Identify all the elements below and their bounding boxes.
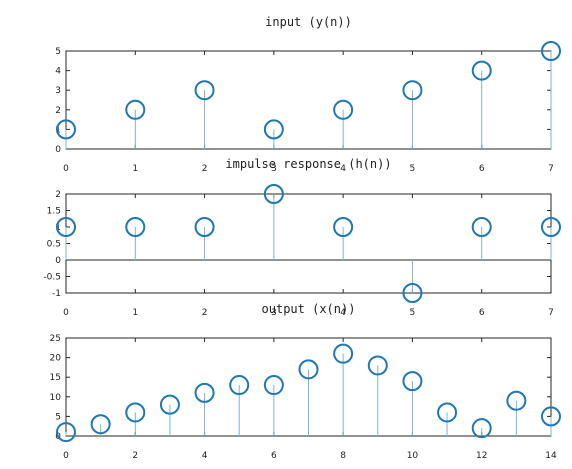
panel-1-ytick-label: 2 (55, 106, 61, 116)
panel-1-marker (263, 119, 284, 140)
panel-2-xtick-label: 2 (202, 308, 208, 318)
panel-3-marker (229, 375, 250, 396)
panel-3-xtick-label: 14 (545, 451, 557, 461)
panel-2-xtick-label: 0 (63, 308, 69, 318)
panel-3-ytick-label: 20 (50, 354, 62, 364)
panel-3-xtick-label: 4 (202, 451, 208, 461)
panel-3-xtick-label: 10 (407, 451, 419, 461)
panel-3-marker (506, 390, 527, 411)
panel-2-ytick-label: 0 (55, 256, 61, 266)
panel-1-xtick-label: 4 (340, 164, 346, 174)
panel-1-marker (333, 99, 354, 120)
panel-3-xtick-label: 2 (132, 451, 138, 461)
panel-2-ytick-label: 2 (55, 190, 61, 200)
panel-3-xtick-label: 8 (340, 451, 346, 461)
panel-3-marker (263, 375, 284, 396)
panel-1-ytick-label: 0 (55, 145, 61, 155)
panel-2-axes (65, 193, 552, 294)
panel-3-marker (367, 355, 388, 376)
panel-3-marker (471, 418, 492, 439)
panel-3-marker (298, 359, 319, 380)
panel-3-marker (402, 371, 423, 392)
panel-2-marker (471, 217, 492, 237)
panel-1-xtick-label: 1 (132, 164, 138, 174)
panel-2-xtick-label: 3 (271, 308, 277, 318)
panel-2-marker (125, 217, 146, 237)
panel-2-marker (194, 217, 215, 237)
panel-3-marker (125, 402, 146, 423)
panel-3-marker (159, 394, 180, 415)
panel-1-axes (65, 50, 552, 150)
panel-2-xtick-label: 5 (410, 308, 416, 318)
panel-2-xtick-label: 4 (340, 308, 346, 318)
panel-3-marker (90, 414, 111, 435)
panel-3-xtick-label: 6 (271, 451, 277, 461)
panel-1-xtick-label: 2 (202, 164, 208, 174)
panel-3-xtick-label: 12 (476, 451, 487, 461)
panel-2-xtick-label: 7 (548, 308, 554, 318)
panel-2-marker (333, 217, 354, 237)
panel-1-title: input (y(n)) (265, 15, 352, 29)
panel-2-ytick-label: -1 (52, 289, 61, 299)
panel-3-ytick-label: 25 (50, 334, 61, 344)
panel-1-xtick-label: 6 (479, 164, 485, 174)
panel-2-marker (541, 217, 561, 237)
panel-3-marker (437, 402, 458, 423)
panel-1-xtick-label: 3 (271, 164, 277, 174)
panel-1-ytick-label: 4 (55, 67, 61, 77)
panel-1-marker (471, 60, 492, 81)
panel-2-xtick-label: 6 (479, 308, 485, 318)
panel-3-title: output (x(n)) (262, 302, 356, 316)
panel-2-ytick-label: -0.5 (43, 273, 61, 283)
panel-2-ytick-label: 0.5 (47, 240, 61, 250)
panel-1-ytick-label: 3 (55, 86, 61, 96)
panel-1-marker (56, 119, 76, 140)
panel-3-xtick-label: 0 (63, 451, 69, 461)
panel-2-marker (402, 283, 423, 303)
panel-1-ytick-label: 5 (55, 47, 61, 57)
panel-1-marker (541, 41, 561, 61)
panel-2-ytick-label: 1 (55, 223, 61, 233)
panel-1-marker (125, 99, 146, 120)
panel-2-xtick-label: 1 (132, 308, 138, 318)
panel-3-marker (333, 343, 354, 364)
panel-2-marker (263, 184, 284, 204)
panel-1-xtick-label: 0 (63, 164, 69, 174)
panel-3-marker (56, 422, 76, 443)
panel-1-xtick-label: 5 (410, 164, 416, 174)
panel-2-marker (56, 217, 76, 237)
panel-3-marker (541, 406, 561, 427)
panel-3-ytick-label: 10 (50, 393, 62, 403)
panel-3-ytick-label: 15 (50, 373, 61, 383)
panel-2-ytick-label: 1.5 (47, 207, 61, 217)
panel-3-ytick-label: 5 (55, 412, 61, 422)
panel-2-title: impulse response (h(n)) (225, 157, 391, 171)
panel-1-marker (402, 80, 423, 101)
panel-1-xtick-label: 7 (548, 164, 554, 174)
panel-1-ytick-label: 1 (55, 125, 61, 135)
panel-3-marker (194, 382, 215, 403)
panel-1-marker (194, 80, 215, 101)
